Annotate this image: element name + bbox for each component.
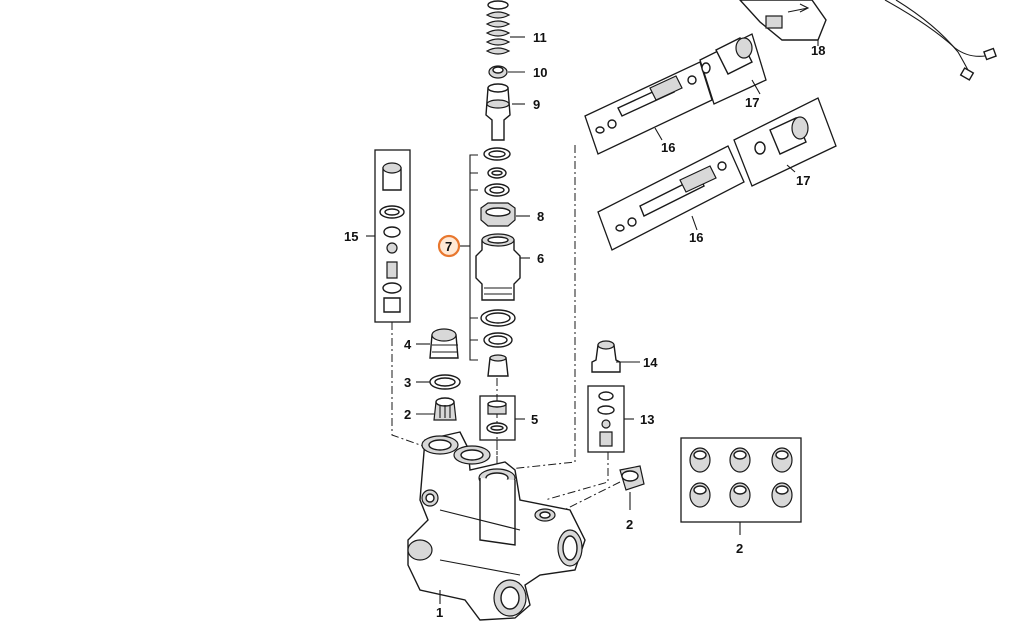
callout-10[interactable]: 10 bbox=[533, 65, 547, 80]
spring-11 bbox=[485, 0, 511, 55]
ring-3 bbox=[429, 374, 461, 390]
fitting-14 bbox=[591, 340, 640, 373]
group-16-upper bbox=[584, 61, 713, 155]
callout-16-upper[interactable]: 16 bbox=[661, 140, 675, 155]
seal-rings-7 bbox=[483, 147, 511, 197]
valve-2a bbox=[433, 397, 457, 421]
fitting-17-lower bbox=[733, 97, 837, 187]
cable-18 bbox=[884, 0, 997, 81]
callout-17-lower[interactable]: 17 bbox=[796, 173, 810, 188]
callout-15[interactable]: 15 bbox=[344, 229, 358, 244]
housing-6 bbox=[475, 233, 521, 301]
callout-7-highlight[interactable] bbox=[437, 234, 461, 258]
callout-9[interactable]: 9 bbox=[533, 97, 540, 112]
callout-6[interactable]: 6 bbox=[537, 251, 544, 266]
callout-8[interactable]: 8 bbox=[537, 209, 544, 224]
callout-3[interactable]: 3 bbox=[404, 375, 411, 390]
group-2-valves bbox=[680, 437, 802, 535]
callout-17-upper[interactable]: 17 bbox=[745, 95, 759, 110]
callout-2-left[interactable]: 2 bbox=[404, 407, 411, 422]
callout-7[interactable]: 7 bbox=[445, 239, 452, 254]
leader-lines bbox=[416, 36, 530, 604]
group-13 bbox=[587, 385, 634, 453]
callout-13[interactable]: 13 bbox=[640, 412, 654, 427]
group-15 bbox=[366, 149, 411, 323]
bracket-7 bbox=[460, 154, 478, 361]
callout-2-right[interactable]: 2 bbox=[736, 541, 743, 556]
callout-14[interactable]: 14 bbox=[643, 355, 658, 370]
nut-8 bbox=[480, 202, 516, 227]
valve-body bbox=[407, 431, 586, 621]
callout-1[interactable]: 1 bbox=[436, 605, 443, 620]
seal-rings-lower-7 bbox=[480, 309, 516, 377]
callout-16-lower[interactable]: 16 bbox=[689, 230, 703, 245]
piston-9 bbox=[485, 83, 511, 141]
callout-11[interactable]: 11 bbox=[533, 30, 547, 45]
valve-2b bbox=[619, 465, 645, 510]
plug-4 bbox=[429, 328, 459, 359]
washer-10 bbox=[488, 65, 508, 79]
connector-18 bbox=[739, 0, 827, 46]
group-16-lower bbox=[597, 145, 745, 251]
callout-5[interactable]: 5 bbox=[531, 412, 538, 427]
fitting-17-upper bbox=[699, 33, 767, 105]
callout-4[interactable]: 4 bbox=[404, 337, 412, 352]
callout-18[interactable]: 18 bbox=[811, 43, 825, 58]
callout-labels: 11 10 9 8 6 7 15 4 3 2 5 14 13 2 2 1 16 … bbox=[344, 30, 825, 620]
callout-2-mid[interactable]: 2 bbox=[626, 517, 633, 532]
group-5 bbox=[479, 395, 525, 441]
